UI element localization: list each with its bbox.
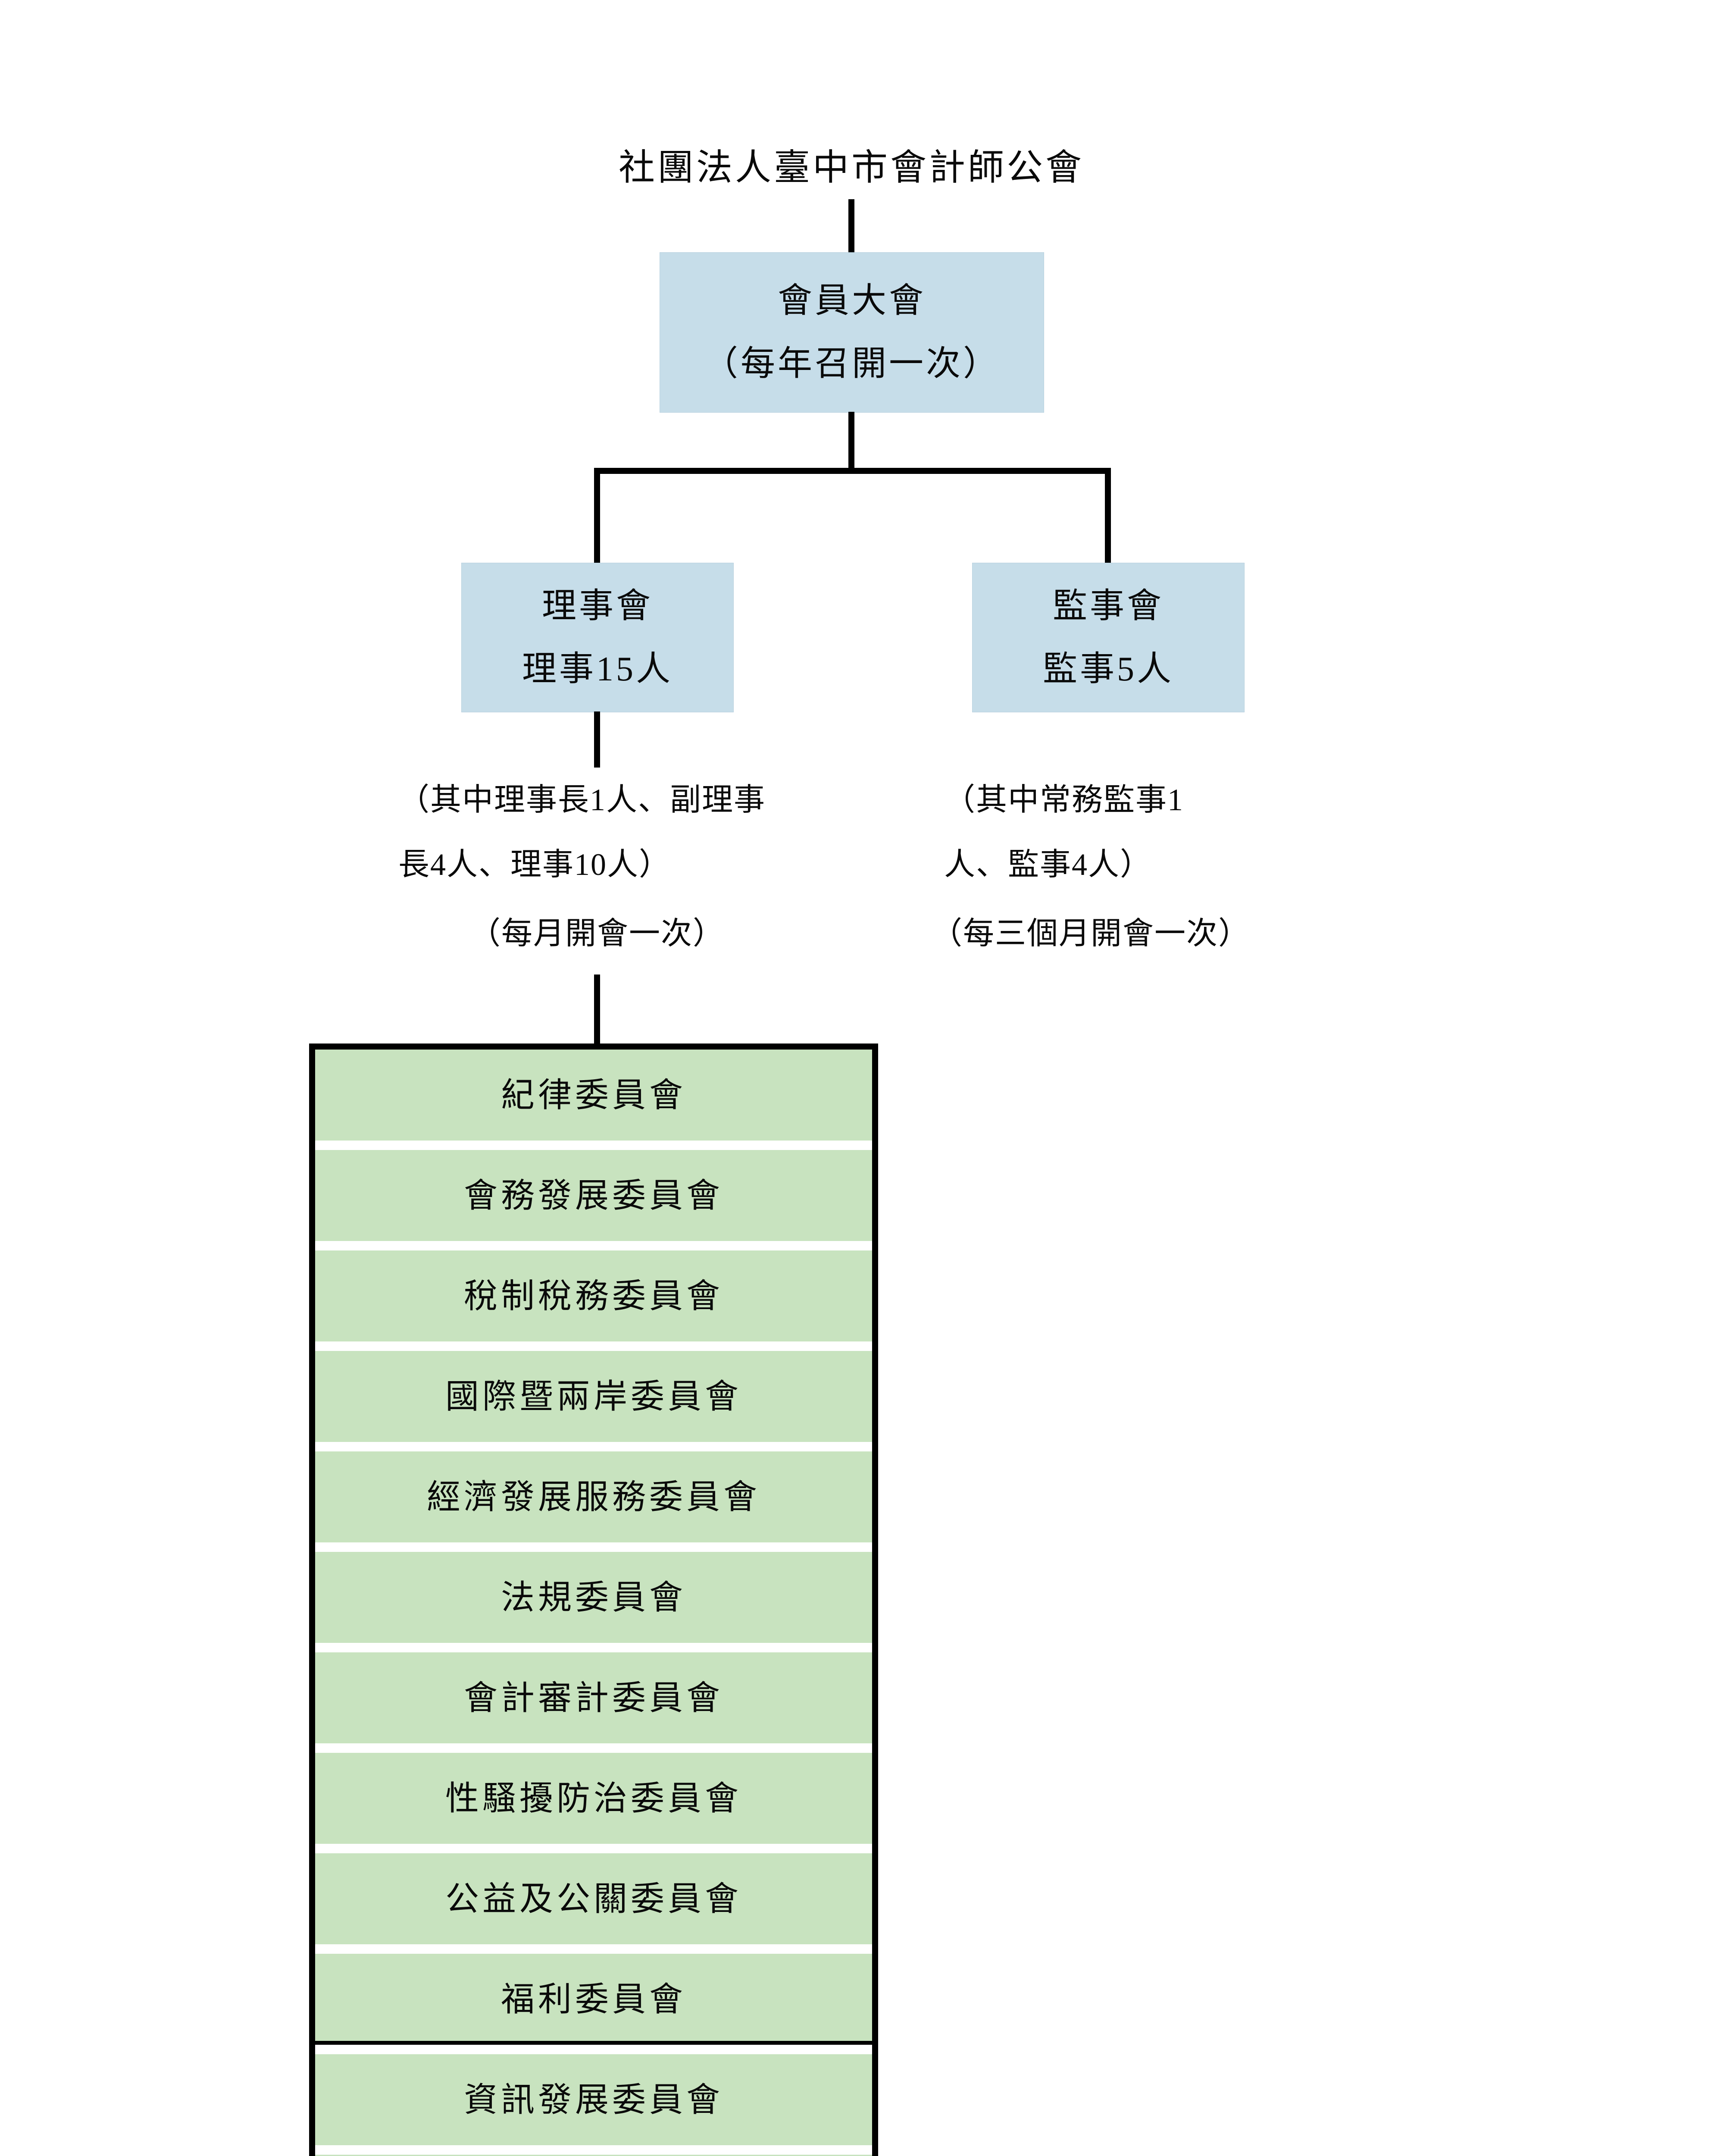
supervisors-annotation: （其中常務監事1 人、監事4人） xyxy=(944,768,1289,897)
connector-title-to-assembly xyxy=(848,199,854,252)
supervisors-annotation-line-2: 人、監事4人） xyxy=(944,847,1152,882)
board-of-directors-name: 理事會 xyxy=(542,587,653,625)
node-general-assembly: 會員大會 （每年召開一次） xyxy=(660,252,1044,413)
committee-item: 福利委員會 xyxy=(315,1954,872,2045)
node-board-of-supervisors: 監事會 監事5人 xyxy=(972,563,1245,712)
committee-item: 法規委員會 xyxy=(315,1552,872,1643)
directors-annotation-line-2: 長4人、理事10人） xyxy=(398,847,671,882)
committee-item: 性騷擾防治委員會 xyxy=(315,1753,872,1844)
general-assembly-note: （每年召開一次） xyxy=(704,345,1000,383)
directors-meeting-note: （每月開會一次） xyxy=(388,901,806,966)
org-title: 社團法人臺中市會計師公會 xyxy=(618,148,1084,188)
committees-container: 紀律委員會 會務發展委員會 稅制稅務委員會 國際暨兩岸委員會 經濟發展服務委員會… xyxy=(309,1044,878,2156)
committee-item: 公益及公關委員會 xyxy=(315,1853,872,1944)
junction-horizontal-line xyxy=(594,468,1111,474)
committee-item: 會務發展委員會 xyxy=(315,1150,872,1241)
connector-junction-to-directors xyxy=(594,468,600,563)
general-assembly-name: 會員大會 xyxy=(778,282,926,320)
board-of-supervisors-name: 監事會 xyxy=(1053,587,1164,625)
board-of-supervisors-detail: 監事5人 xyxy=(1043,650,1174,688)
committee-item: 經濟發展服務委員會 xyxy=(315,1451,872,1542)
supervisors-annotation-line-1: （其中常務監事1 xyxy=(944,783,1184,817)
committee-item: 會計審計委員會 xyxy=(315,1652,872,1743)
committee-item: 紀律委員會 xyxy=(315,1050,872,1141)
committee-item: 稅制稅務委員會 xyxy=(315,1250,872,1341)
connector-assembly-to-junction xyxy=(848,412,854,470)
committee-item: 資訊發展委員會 xyxy=(315,2054,872,2145)
node-board-of-directors: 理事會 理事15人 xyxy=(461,563,734,712)
supervisors-meeting-note: （每三個月開會一次） xyxy=(931,916,1251,951)
directors-annotation-line-1: （其中理事長1人、副理事 xyxy=(398,783,766,817)
committee-item: 札根養成委員會 xyxy=(315,2155,872,2156)
connector-junction-to-supervisors xyxy=(1105,468,1111,563)
board-of-directors-detail: 理事15人 xyxy=(522,650,673,688)
committee-item: 國際暨兩岸委員會 xyxy=(315,1351,872,1442)
